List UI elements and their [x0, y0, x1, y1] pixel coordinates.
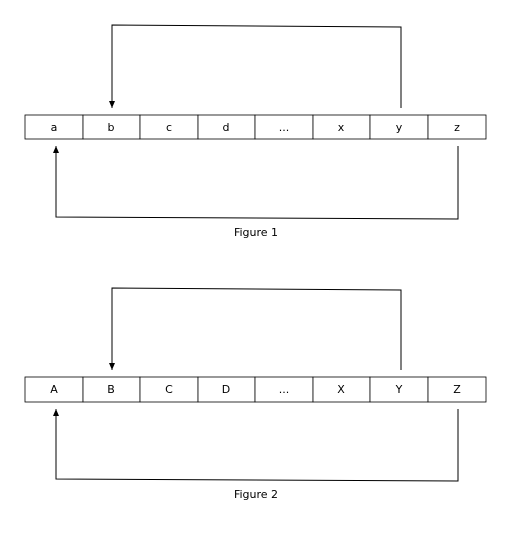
figure-1-caption: Figure 1 — [234, 226, 278, 239]
figure-1-cell-label-2: c — [166, 121, 172, 134]
figure-2-bottom-arrow — [53, 409, 459, 482]
figure-2-cell-label-1: B — [107, 383, 115, 396]
figure-1-cell-3: d — [197, 114, 256, 140]
figure-1-cell-7: z — [427, 114, 487, 140]
figure-2-cell-label-5: X — [337, 383, 345, 396]
figure-1-cell-4: ... — [254, 114, 314, 140]
figure-2-cell-7: Z — [427, 376, 487, 403]
figure-2-cell-3: D — [197, 376, 256, 403]
figure-2-cell-2: C — [139, 376, 199, 403]
figure-2-cell-5: X — [312, 376, 371, 403]
figure-2-cell-label-7: Z — [453, 383, 461, 396]
figure-2-top-arrow — [109, 287, 402, 370]
figure-1-cell-label-0: a — [51, 121, 58, 134]
figure-2-cell-label-3: D — [222, 383, 230, 396]
figure-1-cell-label-3: d — [223, 121, 230, 134]
figure-1-bottom-arrow — [53, 146, 459, 220]
figure-1-cell-label-1: b — [108, 121, 115, 134]
figure-2-cell-label-4: ... — [279, 383, 290, 396]
figure-1-cell-2: c — [139, 114, 199, 140]
figure-1-cell-1: b — [82, 114, 141, 140]
figure-2: A B C D ... X — [24, 287, 487, 501]
figure-2-cell-label-0: A — [50, 383, 58, 396]
figure-2-cell-1: B — [82, 376, 141, 403]
figure-2-cell-4: ... — [254, 376, 314, 403]
figure-1-cell-6: y — [369, 114, 429, 140]
figure-1-cell-label-6: y — [396, 121, 403, 134]
figure-1-cell-label-7: z — [454, 121, 460, 134]
figure-2-cell-0: A — [24, 376, 84, 403]
figure-1: a b c d ... x — [24, 24, 487, 239]
figure-1-cell-5: x — [312, 114, 371, 140]
figure-1-cell-label-5: x — [338, 121, 345, 134]
figure-1-cell-label-4: ... — [279, 121, 290, 134]
figure-2-cell-label-6: Y — [395, 383, 403, 396]
figure-2-caption: Figure 2 — [234, 488, 278, 501]
figure-1-top-arrow — [109, 24, 402, 108]
figure-1-cell-row: a b c d ... x — [24, 114, 487, 140]
figure-2-cell-label-2: C — [165, 383, 173, 396]
figure-2-cell-row: A B C D ... X — [24, 376, 487, 403]
figure-1-cell-0: a — [24, 114, 84, 140]
figure-2-cell-6: Y — [369, 376, 429, 403]
